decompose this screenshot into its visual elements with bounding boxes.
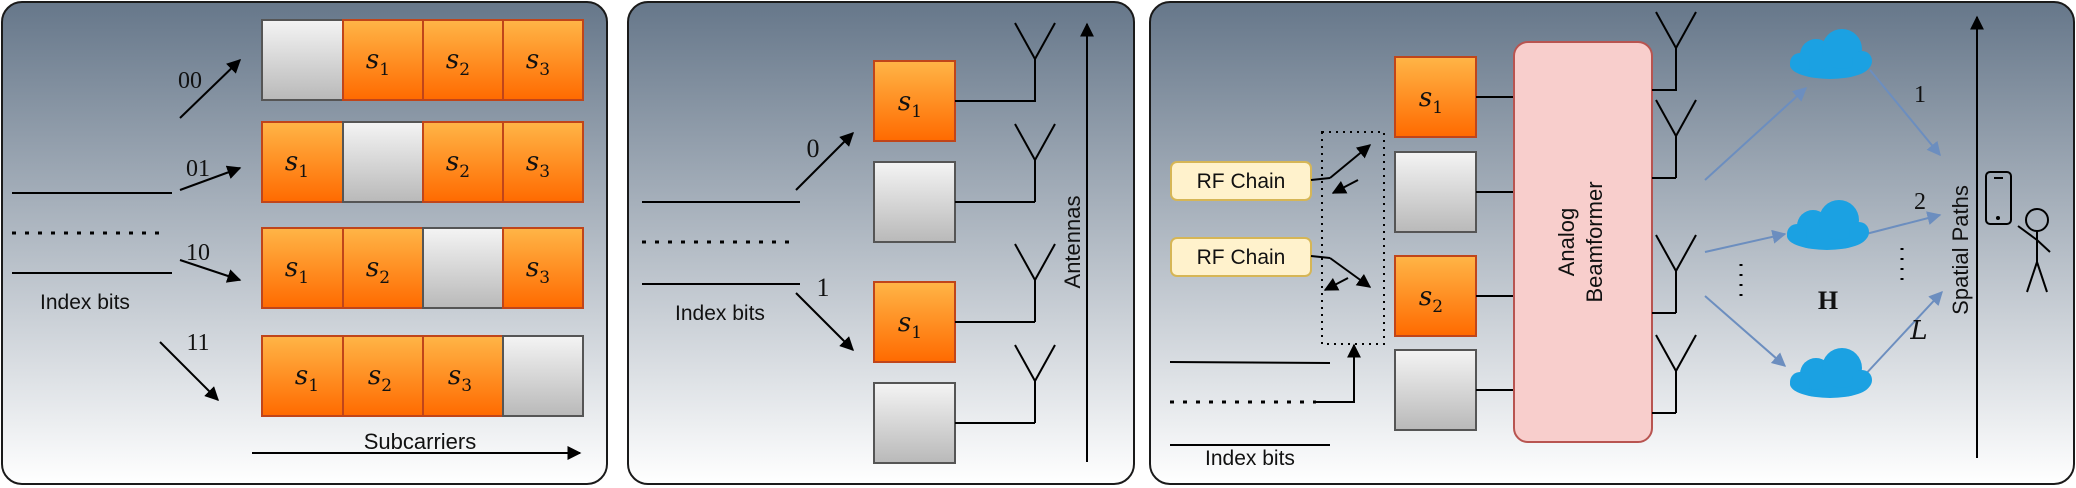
input-line-top [1169, 361, 1331, 364]
path-arrow [1704, 229, 1787, 253]
symbol-label: s2 [446, 147, 470, 182]
index-bits-label: Index bits [1205, 447, 1295, 470]
active-subcarrier [261, 121, 344, 203]
arrow-bit-0 [795, 132, 854, 191]
subcarriers-axis-label: Subcarriers [364, 429, 476, 454]
arrow-code-01 [179, 165, 242, 191]
spatial-paths-axis-label: Spatial Paths [1948, 185, 1973, 315]
empty-subcarrier [261, 19, 344, 101]
arrow-bit-1 [795, 292, 854, 351]
index-bits-label: Index bits [40, 291, 130, 314]
rf-chain-label: RF Chain [1197, 170, 1286, 193]
idle-antenna-symbol [873, 161, 956, 243]
idle-rf-symbol [1394, 151, 1477, 233]
active-antenna-symbol [873, 60, 956, 142]
symbol-label: s2 [366, 253, 390, 288]
switch-lead [1310, 177, 1331, 181]
symbol-label: s1 [898, 87, 922, 122]
path-arrow [1704, 87, 1808, 181]
active-subcarrier [502, 227, 584, 309]
switch-arrow [1329, 257, 1372, 288]
beamformer-label-line1: Analog [1554, 208, 1579, 277]
symbol-label: s1 [1419, 83, 1443, 118]
panel-spatial-path-im: RF Chain RF Chain Index bits s1 s2 Analo… [1149, 1, 2075, 485]
switch-arrow [1331, 179, 1359, 194]
symbol-label: s3 [448, 361, 472, 396]
symbol-label: s1 [295, 361, 319, 396]
code-label: 10 [186, 240, 210, 266]
symbol-label: s3 [526, 253, 550, 288]
active-subcarrier [422, 121, 504, 203]
active-subcarrier [342, 227, 424, 309]
channel-matrix-label: H [1818, 286, 1838, 315]
empty-subcarrier [342, 121, 424, 203]
active-antenna-symbol [873, 281, 956, 363]
path-arrow [1861, 290, 1943, 379]
active-subcarrier [502, 121, 584, 203]
symbol-label: s1 [285, 253, 309, 288]
active-subcarrier [422, 19, 504, 101]
switch-arrow [1323, 277, 1349, 291]
panel-subcarrier-im: Index bits 00 01 10 11 s1 s2 s3 s1 s2 [1, 1, 608, 485]
panel-antenna-im: Index bits 0 1 s1 s1 Antennas [627, 1, 1135, 485]
empty-subcarrier [422, 227, 504, 309]
subcarrier-row: s1 s2 s3 [261, 227, 584, 309]
antenna-feed [955, 100, 1036, 102]
subcarrier-row: s1 s2 s3 [261, 121, 584, 203]
bit-label: 0 [807, 134, 820, 163]
index-bits-label: Index bits [675, 302, 765, 325]
idle-rf-symbol [1394, 349, 1477, 431]
path-label: 1 [1914, 82, 1926, 108]
arrow-code-10 [179, 259, 242, 283]
path-arrow [1861, 211, 1942, 236]
user-with-phone-icon [1985, 171, 2051, 293]
arrow-code-00 [179, 59, 242, 119]
bit-label: 1 [817, 273, 830, 302]
subcarrier-row: s1 s2 s3 [261, 19, 584, 101]
code-label: 00 [178, 68, 202, 94]
path-label: 2 [1914, 189, 1926, 215]
symbol-label: s3 [526, 45, 550, 80]
symbol-label: s2 [446, 45, 470, 80]
antennas-axis-label: Antennas [1060, 196, 1085, 289]
arrow-code-11 [159, 341, 219, 401]
switch-lead [1310, 255, 1331, 259]
path-arrow [1704, 295, 1787, 367]
subcarrier-row: s1 s2 s3 [261, 335, 584, 417]
active-rf-symbol [1394, 56, 1477, 138]
switch-arrow [1329, 144, 1372, 179]
rf-chain-label: RF Chain [1197, 246, 1286, 269]
symbol-label: s1 [366, 45, 390, 80]
code-label: 11 [186, 330, 209, 356]
control-arrow [1316, 343, 1361, 403]
analog-beamformer [1513, 41, 1653, 443]
beamformer-label-line2: Beamformer [1582, 181, 1607, 302]
switch-network [1321, 131, 1385, 345]
active-subcarrier [422, 335, 504, 417]
symbol-label: s1 [285, 147, 309, 182]
idle-antenna-symbol [873, 382, 956, 464]
active-subcarrier [261, 335, 344, 417]
symbol-label: s1 [898, 308, 922, 343]
path-arrow [1869, 69, 1941, 157]
symbol-label: s2 [1419, 282, 1443, 317]
path-label: L [1909, 316, 1927, 346]
code-label: 01 [186, 156, 210, 182]
active-subcarrier [502, 19, 584, 101]
empty-subcarrier [502, 335, 584, 417]
symbol-label: s3 [526, 147, 550, 182]
active-rf-symbol [1394, 255, 1477, 337]
rf-chain-box [1170, 161, 1312, 201]
symbol-label: s2 [368, 361, 392, 396]
active-subcarrier [342, 335, 424, 417]
